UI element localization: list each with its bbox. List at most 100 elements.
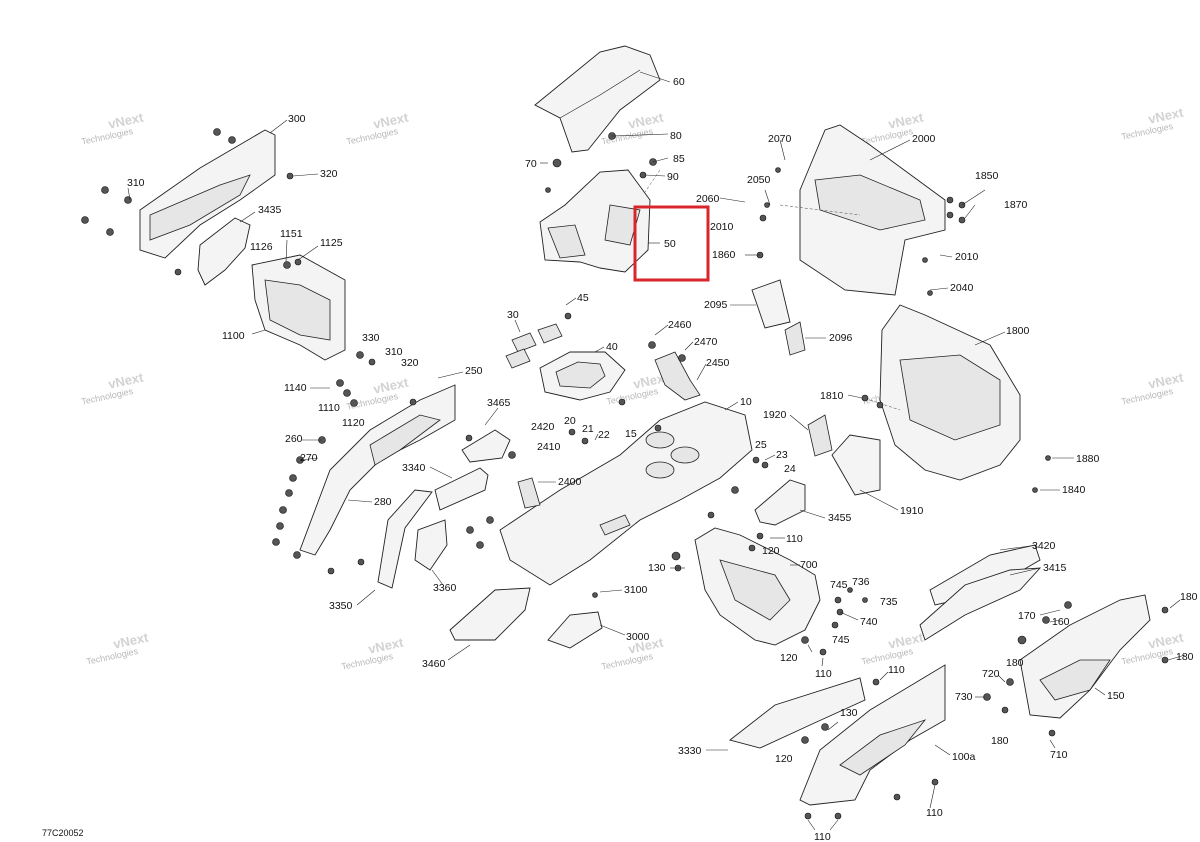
callout-120: 120 <box>762 545 780 557</box>
callout-21: 21 <box>582 423 594 435</box>
part-3465-trim <box>461 429 511 463</box>
callout-3455: 3455 <box>828 512 852 524</box>
callout-110: 110 <box>786 533 803 545</box>
callout-90: 90 <box>667 171 679 183</box>
callout-labels: 60 80 85 90 70 50 300 310 320 3435 1126 … <box>127 76 1198 842</box>
callout-80: 80 <box>670 130 682 142</box>
part-2096-bracket <box>784 321 806 356</box>
callout-3000: 3000 <box>626 631 650 643</box>
callout-30: 30 <box>507 309 519 321</box>
callout-1110: 1110 <box>318 402 340 414</box>
callout-1920: 1920 <box>763 409 787 421</box>
callout-20: 20 <box>564 415 576 427</box>
reference-code: 77C20052 <box>42 828 84 838</box>
callout-180: 180 <box>1176 651 1194 663</box>
callout-1880: 1880 <box>1076 453 1100 465</box>
callout-180: 180 <box>1006 657 1024 669</box>
callout-745: 745 <box>832 634 850 646</box>
callout-280: 280 <box>374 496 392 508</box>
callout-60: 60 <box>673 76 685 88</box>
callout-3340: 3340 <box>402 462 426 474</box>
callout-24: 24 <box>784 463 796 475</box>
callout-1125: 1125 <box>320 237 343 249</box>
leader-lines <box>127 71 1186 831</box>
part-2095-pad <box>751 279 791 329</box>
callout-1151: 1151 <box>280 228 303 240</box>
callout-22: 22 <box>598 429 610 441</box>
callout-3465: 3465 <box>487 397 511 409</box>
callout-2070: 2070 <box>768 133 792 145</box>
watermark-technologies: Technologies <box>1120 121 1174 142</box>
callout-100a: 100a <box>952 751 976 763</box>
watermark-vnext: vNext <box>372 110 410 132</box>
callout-2060: 2060 <box>696 193 720 205</box>
part-100a-right-lower-panel <box>799 664 946 806</box>
callout-320: 320 <box>320 168 338 180</box>
watermark-technologies: Technologies <box>340 651 394 672</box>
callout-310: 310 <box>385 346 403 358</box>
part-30-pad <box>511 332 537 353</box>
watermark-vnext: vNext <box>112 630 150 652</box>
parts <box>139 45 1151 806</box>
callout-1810: 1810 <box>820 390 844 402</box>
part-3340-bar <box>434 467 489 511</box>
watermark-technologies: Technologies <box>605 386 659 407</box>
part-2450-switch <box>654 351 701 401</box>
callout-3100: 3100 <box>624 584 648 596</box>
watermark-vnext: vNext <box>627 110 665 132</box>
callout-15: 15 <box>625 428 637 440</box>
callout-2000: 2000 <box>912 133 936 145</box>
callout-740: 740 <box>860 616 878 628</box>
watermark-technologies: Technologies <box>600 651 654 672</box>
callout-1910: 1910 <box>900 505 924 517</box>
watermark-vnext: vNext <box>107 110 145 132</box>
part-3415-strip <box>919 567 1042 641</box>
callout-50: 50 <box>664 238 676 250</box>
callout-150: 150 <box>1107 690 1125 702</box>
watermark-technologies: Technologies <box>1120 646 1174 667</box>
callout-85: 85 <box>673 153 685 165</box>
watermark-vnext: vNext <box>1147 630 1185 652</box>
part-60-top-cover <box>534 45 661 153</box>
callout-3330: 3330 <box>678 745 702 757</box>
highlight-box-50 <box>633 205 710 282</box>
callout-1100: 1100 <box>222 330 245 342</box>
callout-2040: 2040 <box>950 282 974 294</box>
callout-2460: 2460 <box>668 319 692 331</box>
part-1910-panel <box>831 434 881 496</box>
callout-120: 120 <box>780 652 798 664</box>
watermark-vnext: vNext <box>372 375 410 397</box>
callout-260: 260 <box>285 433 303 445</box>
part-3420-bar <box>929 544 1041 606</box>
callout-730: 730 <box>955 691 973 703</box>
callout-720: 720 <box>982 668 1000 680</box>
callout-40: 40 <box>606 341 618 353</box>
part-3330-panel <box>729 677 866 749</box>
callout-1840: 1840 <box>1062 484 1086 496</box>
callout-1860: 1860 <box>712 249 736 261</box>
callout-700: 700 <box>800 559 818 571</box>
watermark-vnext: vNext <box>887 110 925 132</box>
callout-330: 330 <box>362 332 380 344</box>
part-3000-tray <box>547 611 603 649</box>
callout-110: 110 <box>814 831 831 842</box>
callout-2095: 2095 <box>704 299 728 311</box>
callout-3460: 3460 <box>422 658 446 670</box>
watermark-technologies: Technologies <box>345 126 399 147</box>
callout-70: 70 <box>525 158 537 170</box>
callout-250: 250 <box>465 365 483 377</box>
callout-25: 25 <box>755 439 767 451</box>
callout-270: 270 <box>300 452 318 464</box>
callout-1140: 1140 <box>284 382 307 394</box>
callout-10: 10 <box>740 396 752 408</box>
watermark-vnext: vNext <box>1147 105 1185 127</box>
callout-3360: 3360 <box>433 582 457 594</box>
callout-2050: 2050 <box>747 174 771 186</box>
callout-2400: 2400 <box>558 476 582 488</box>
callout-320: 320 <box>401 357 419 369</box>
callout-1850: 1850 <box>975 170 999 182</box>
part-3350-strip <box>377 489 433 589</box>
callout-1870: 1870 <box>1004 199 1028 211</box>
watermark-vnext: vNext <box>627 635 665 657</box>
